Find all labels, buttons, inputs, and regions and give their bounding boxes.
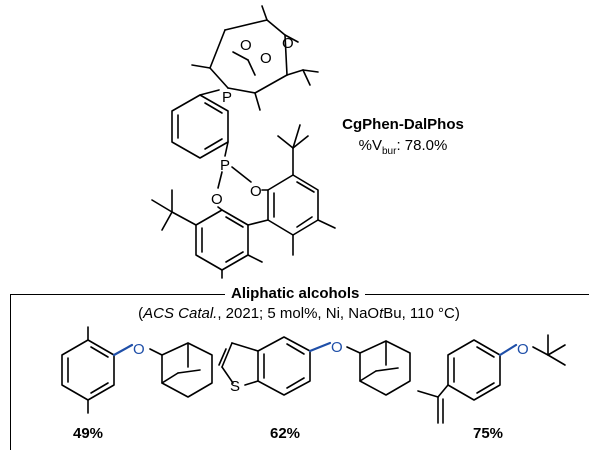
reaction-conditions: (ACS Catal., 2021; 5 mol%, Ni, NaOtBu, 1…	[0, 305, 598, 322]
product-1-oxygen: O	[133, 341, 145, 358]
phosphatrioxa-cage	[191, 5, 319, 111]
product-3-structure	[417, 334, 566, 424]
ligand-structure: O O O P P O O	[151, 5, 336, 279]
product-1-yield: 49%	[72, 425, 104, 442]
cage-oxygen-3: O	[260, 50, 272, 67]
vbur-subscript: bur	[382, 146, 397, 157]
product-3-oxygen: O	[517, 341, 529, 358]
conditions-rest: , 2021; 5 mol%, Ni, NaO	[217, 305, 380, 322]
phosphite-oxygen-left: O	[211, 191, 223, 208]
conditions-journal: ACS Catal.	[143, 305, 218, 322]
product-2-oxygen: O	[331, 339, 343, 356]
ligand-vbur: %Vbur: 78.0%	[328, 137, 478, 157]
conditions-open-paren: (	[138, 305, 144, 322]
conditions-tail: Bu, 110 °C)	[383, 305, 460, 322]
product-2-structure	[218, 336, 411, 396]
vbur-value: : 78.0%	[396, 137, 448, 154]
product-2-yield: 62%	[269, 425, 301, 442]
cage-oxygen-2: O	[282, 35, 294, 52]
vbur-prefix: %V	[358, 137, 382, 154]
product-1-structure	[61, 326, 213, 414]
section-title: Aliphatic alcohols	[225, 285, 366, 302]
cage-phosphorus: P	[222, 89, 232, 106]
phenylene-ring	[171, 89, 229, 159]
biaryl-right-ring	[261, 124, 336, 256]
biaryl-left-ring	[151, 189, 269, 279]
cage-oxygen-1: O	[240, 37, 252, 54]
products-structures: O S O O	[61, 326, 566, 424]
phosphite-oxygen-right: O	[250, 183, 262, 200]
product-2-sulfur: S	[230, 378, 240, 395]
ligand-name: CgPhen-DalPhos	[342, 116, 464, 133]
phosphite-phosphorus: P	[220, 157, 230, 174]
conditions-tert: t	[379, 305, 384, 322]
product-3-yield: 75%	[472, 425, 504, 442]
